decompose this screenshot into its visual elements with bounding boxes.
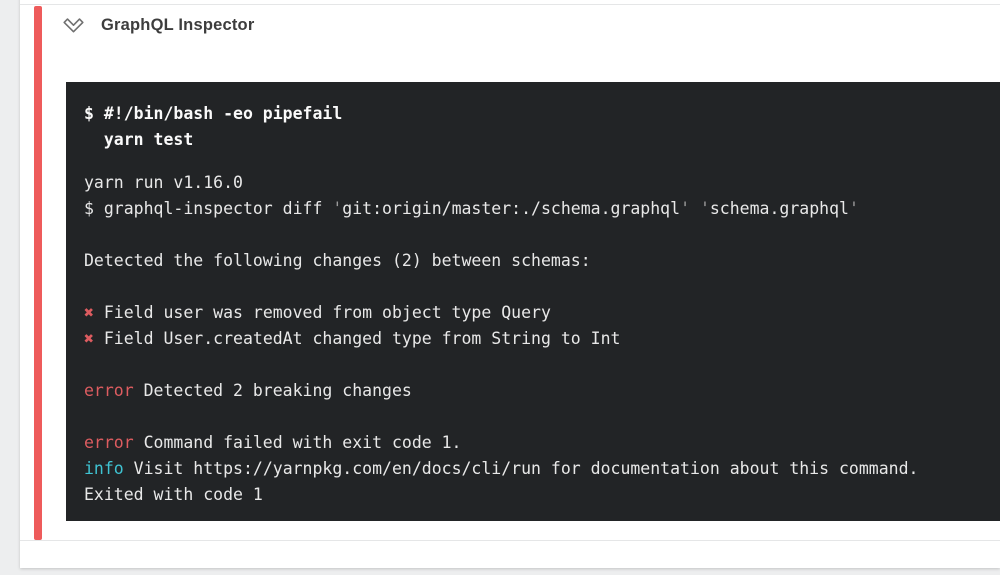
terminal-line: yarn run v1.16.0 [84, 170, 982, 196]
terminal-text-segment: ✖ [84, 303, 94, 322]
terminal-text-segment: Field user was removed from object type … [93, 303, 551, 322]
terminal-line: $ #!/bin/bash -eo pipefail [84, 101, 982, 127]
terminal-text-segment: $ #!/bin/bash -eo pipefail [84, 104, 343, 123]
terminal-text-segment: Detected 2 breaking changes [133, 381, 412, 400]
terminal-text-segment: Command failed with exit code 1. [133, 433, 462, 452]
terminal-line [84, 153, 982, 170]
step-title: GraphQL Inspector [101, 15, 255, 34]
terminal-text-segment [690, 199, 700, 218]
terminal-text-segment: $ graphql-inspector diff [84, 199, 333, 218]
terminal-text-segment: ✖ [84, 329, 94, 348]
terminal-text-segment: ' [699, 199, 710, 218]
terminal-line: error Detected 2 breaking changes [84, 378, 982, 404]
terminal-line: $ graphql-inspector diff 'git:origin/mas… [84, 196, 982, 222]
terminal-output: $ #!/bin/bash -eo pipefail yarn test yarn… [66, 82, 1000, 521]
section-bottom-divider [20, 540, 1000, 541]
terminal-line: info Visit https://yarnpkg.com/en/docs/c… [84, 456, 982, 482]
terminal-line [84, 352, 982, 378]
terminal-line: error Command failed with exit code 1. [84, 430, 982, 456]
terminal-text-segment: yarn run v1.16.0 [84, 173, 243, 192]
terminal-text-segment: ' [332, 199, 343, 218]
terminal-line: Exited with code 1 [84, 482, 982, 508]
build-steps-card: GraphQL Inspector $ #!/bin/bash -eo pipe… [20, 0, 1000, 568]
terminal-text-segment: yarn test [84, 130, 194, 149]
failed-step-indicator [34, 6, 42, 540]
terminal-text-segment: info [84, 459, 124, 478]
terminal-text-segment: Exited with code 1 [84, 485, 263, 504]
terminal-text-segment: error [84, 381, 134, 400]
terminal-text-segment: error [84, 433, 134, 452]
terminal-line: yarn test [84, 127, 982, 153]
terminal-line: Detected the following changes (2) betwe… [84, 248, 982, 274]
terminal-text-segment: Detected the following changes (2) betwe… [84, 251, 591, 270]
step-header[interactable]: GraphQL Inspector [62, 14, 254, 36]
terminal-text-segment: Field User.createdAt changed type from S… [93, 329, 621, 348]
terminal-line: ✖ Field User.createdAt changed type from… [84, 326, 982, 352]
terminal-text-segment: Visit https://yarnpkg.com/en/docs/cli/ru… [123, 459, 919, 478]
terminal-line [84, 222, 982, 248]
chevron-down-icon [62, 17, 85, 34]
section-top-divider [20, 4, 1000, 5]
terminal-text-segment: ' [680, 199, 690, 218]
terminal-line [84, 274, 982, 300]
terminal-text-segment: schema.graphql [709, 199, 849, 218]
terminal-line [84, 404, 982, 430]
terminal-text-segment: git:origin/master:./schema.graphql [342, 199, 681, 218]
terminal-text-segment: ' [848, 199, 859, 218]
terminal-line: ✖ Field user was removed from object typ… [84, 300, 982, 326]
next-step-row[interactable] [20, 541, 1000, 568]
